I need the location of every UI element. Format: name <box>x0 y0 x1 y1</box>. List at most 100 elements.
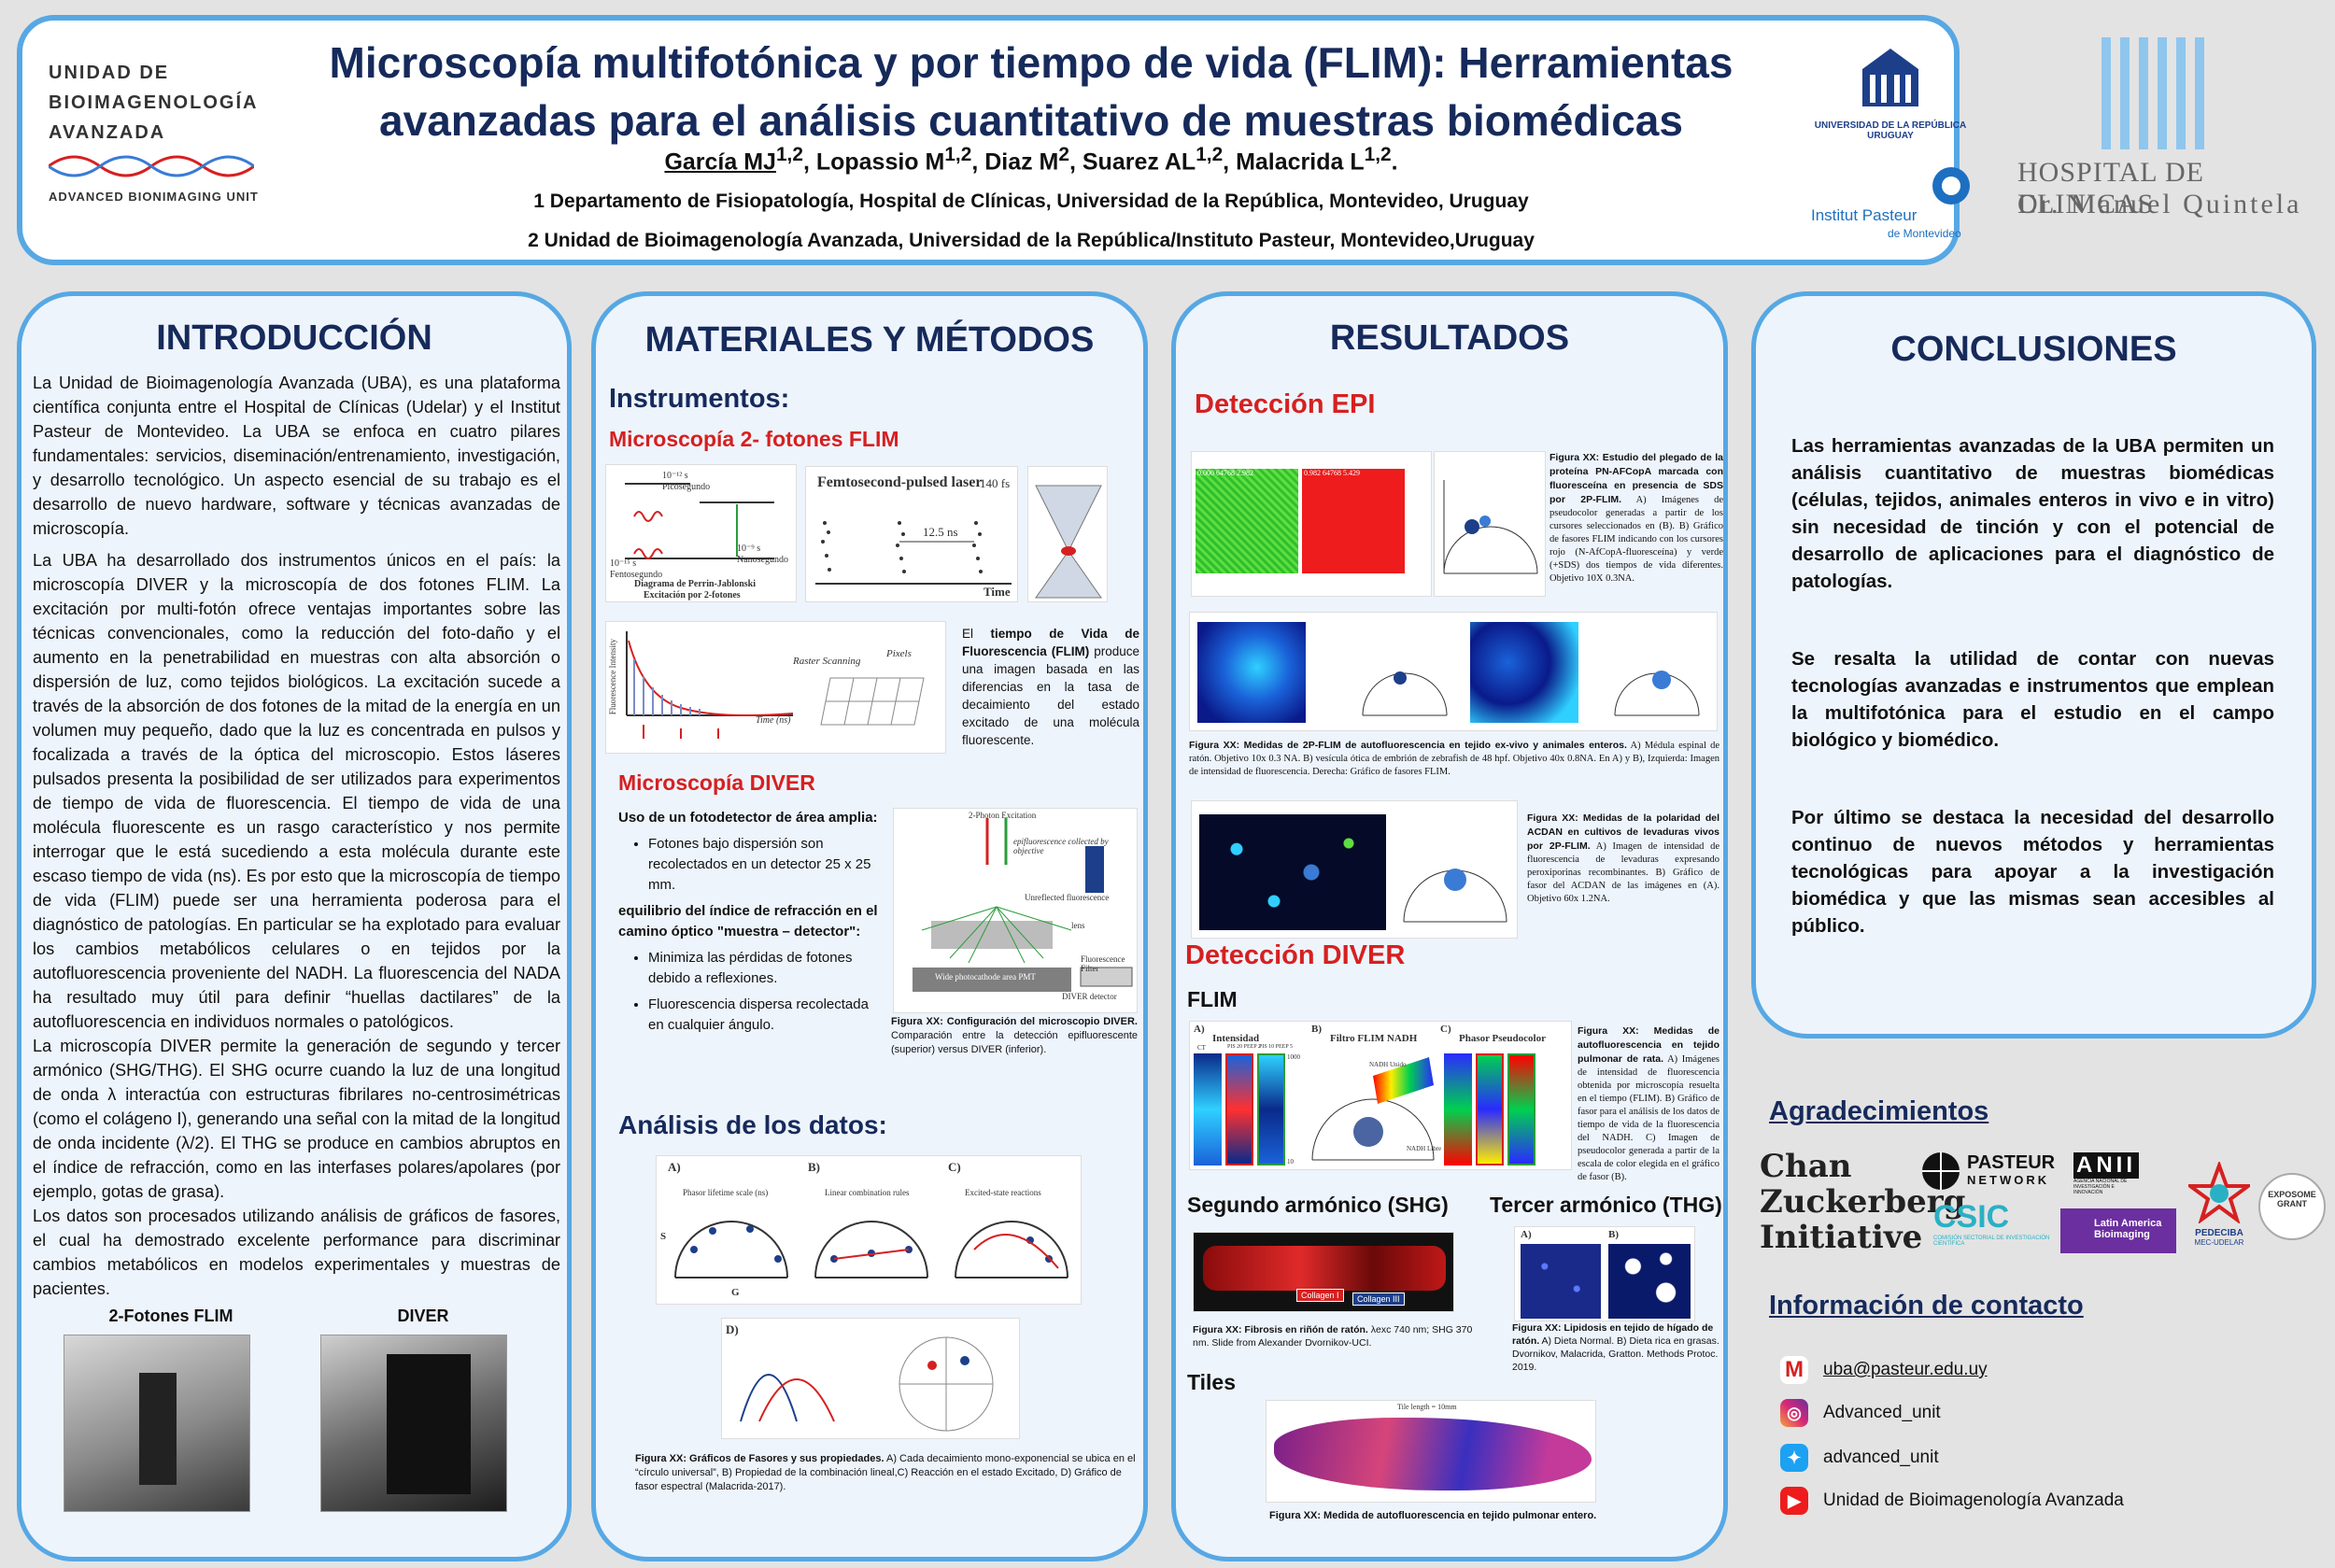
green-values: 0.000 64768 2.982 <box>1197 469 1253 477</box>
lung-scale-max: 1000 <box>1287 1053 1300 1061</box>
tiles-heading: Tiles <box>1187 1370 1236 1394</box>
intro-title: INTRODUCCIÓN <box>156 318 432 358</box>
analysis-caption-text: A) Cada decaimiento mono-exponencial se … <box>635 1453 1136 1492</box>
contact-email-text[interactable]: uba@pasteur.edu.uy <box>1823 1360 1988 1379</box>
jablonski-t1: 10⁻¹⁵ s <box>610 558 637 569</box>
jablonski-t1b: Fentosegundo <box>610 570 663 580</box>
flim-subheading: FLIM <box>1187 987 1238 1011</box>
epi-pseudocolor-images: 0.000 64768 2.982 0.982 64768 5.429 <box>1191 451 1432 597</box>
anii-text: ANII <box>2073 1152 2139 1179</box>
diver-caption-text: Comparación entre la detección epifluore… <box>891 1030 1138 1055</box>
thg-a-label: A) <box>1521 1229 1532 1240</box>
thg-caption-bold: Figura XX: Lipidosis en tejido de hígado… <box>1512 1322 1714 1347</box>
diver-description: Uso de un fotodetector de área amplia: F… <box>618 808 880 1041</box>
contact-instagram-text[interactable]: Advanced_unit <box>1823 1403 1941 1422</box>
pasteur-logo: Institut Pasteur de Montevideo <box>1811 165 1988 249</box>
intro-panel: INTRODUCCIÓN La Unidad de Bioimagenologí… <box>17 291 572 1561</box>
udelar-building-icon <box>1862 49 1918 106</box>
lung-fig-b-title: Filtro FLIM NADH <box>1330 1033 1418 1044</box>
lab-line1: Latin America <box>2094 1218 2162 1229</box>
zebrafish-phasor <box>1610 622 1704 723</box>
csic-logo: CSIC COMISIÓN SECTORIAL DE INVESTIGACIÓN… <box>1933 1199 2051 1251</box>
pasteur-network-line1: PASTEUR <box>1967 1152 2056 1173</box>
lung-fig-a-title: Intensidad <box>1212 1033 1260 1044</box>
diver-caption-bold: Figura XX: Configuración del microscopio… <box>891 1016 1138 1027</box>
lung-pseudo-ct <box>1444 1053 1472 1165</box>
author-sup: 1,2 <box>1196 144 1224 165</box>
lifetime-description: El tiempo de Vida de Fluorescencia (FLIM… <box>962 625 1139 749</box>
diver-setup-figure: 2-Photon Excitation epifluorescence coll… <box>893 808 1138 1013</box>
author: , Malacrida L <box>1223 148 1365 176</box>
phasor-axis-g: G <box>731 1287 740 1298</box>
red-image <box>1302 469 1405 573</box>
epi-fig1-caption-bold: Figura XX: Estudio del plegado de la pro… <box>1550 452 1723 505</box>
laser-axis: Time <box>984 585 1011 599</box>
contact-twitter[interactable]: ✦ advanced_unit <box>1780 1444 1939 1472</box>
jablonski-t2b: Picosegundo <box>662 482 711 492</box>
zebrafish-phasor-svg <box>1614 671 1700 716</box>
lung-caption-text: A) Imágenes de intensidad de fluorescenc… <box>1578 1054 1719 1182</box>
diver-caption: Figura XX: Configuración del microscopio… <box>891 1015 1138 1057</box>
thg-fat-diet <box>1608 1244 1691 1319</box>
analysis-caption: Figura XX: Gráficos de Fasores y sus pro… <box>635 1452 1139 1494</box>
authors: García MJ1,2, Lopassio M1,2, Diaz M2, Su… <box>303 144 1760 176</box>
epi-fig1-caption: Figura XX: Estudio del plegado de la pro… <box>1550 451 1723 586</box>
contact-twitter-text[interactable]: advanced_unit <box>1823 1448 1939 1467</box>
lung-pseudo-pis20 <box>1476 1053 1504 1165</box>
contact-youtube[interactable]: ▶ Unidad de Bioimagenología Avanzada <box>1780 1487 2124 1515</box>
lifetime-pre: El <box>962 627 991 641</box>
jablonski-diagram: 10⁻¹² s Picosegundo 10⁻⁹ s Nanosegundo 1… <box>605 464 797 602</box>
diver-point2: equilibrio del índice de refracción en e… <box>618 903 878 939</box>
epi-phasor-svg <box>1443 480 1538 574</box>
kidney-tissue <box>1203 1246 1446 1291</box>
lung-phasor-svg <box>1311 1057 1435 1161</box>
diver-fig-label: 2-Photon Excitation <box>969 811 1037 820</box>
phasor-b-label: B) <box>808 1160 820 1174</box>
phasor-d-svg <box>740 1336 994 1432</box>
pedeciba-logo: PEDECIBA MEC-UDELAR <box>2184 1160 2255 1255</box>
collagen-i-label: Collagen I <box>1296 1289 1344 1302</box>
twitter-icon: ✦ <box>1780 1444 1808 1472</box>
pasteur-network-line2: NETWORK <box>1967 1173 2050 1187</box>
diver-fig-label: Wide photocathode area PMT <box>935 972 1036 982</box>
title-line2: avanzadas para el análisis cuantitativo … <box>379 96 1683 145</box>
lung-ct-image <box>1194 1053 1222 1165</box>
lung-nadh-free: NADH Libre <box>1407 1145 1442 1152</box>
lung-pis10-label: PIS 10 PEEP 5 <box>1259 1044 1293 1050</box>
yeast-caption-bold: Figura XX: Medidas de la polaridad del A… <box>1527 812 1719 852</box>
analysis-heading: Análisis de los datos: <box>618 1110 887 1139</box>
contact-email[interactable]: M uba@pasteur.edu.uy <box>1780 1356 1988 1384</box>
photo-diver-microscope <box>320 1335 507 1512</box>
diver-list-item: Fluorescencia dispersa recolectada en cu… <box>648 995 880 1036</box>
czi-line1: Chan <box>1760 1148 1852 1185</box>
zebrafish-image <box>1470 622 1578 723</box>
thg-b-label: B) <box>1608 1229 1619 1240</box>
contact-instagram[interactable]: ◎ Advanced_unit <box>1780 1399 1941 1427</box>
latin-america-bioimaging-logo: Latin America Bioimaging <box>2060 1208 2176 1253</box>
csic-subtitle: COMISIÓN SECTORIAL DE INVESTIGACIÓN CIEN… <box>1933 1236 2050 1247</box>
contact-youtube-text[interactable]: Unidad de Bioimagenología Avanzada <box>1823 1490 2124 1510</box>
lung-caption-bold: Figura XX: Medidas de autofluorescencia … <box>1578 1025 1719 1065</box>
flim-heading: Microscopía 2- fotones FLIM <box>609 427 899 451</box>
author-presenter: García MJ <box>664 148 776 176</box>
intro-paragraph-2: La UBA ha desarrollado dos instrumentos … <box>33 551 560 1031</box>
thg-caption: Figura XX: Lipidosis en tejido de hígado… <box>1512 1321 1721 1374</box>
spinal-phasor-svg <box>1362 671 1448 716</box>
author-sup: 1,2 <box>1364 144 1392 165</box>
yeast-image <box>1199 814 1386 930</box>
thg-caption-text: A) Dieta Normal. B) Dieta rica en grasas… <box>1512 1335 1719 1373</box>
instagram-icon: ◎ <box>1780 1399 1808 1427</box>
phasor-b-title: Linear combination rules <box>825 1188 910 1197</box>
phasor-a-title: Phasor lifetime scale (ns) <box>683 1188 769 1197</box>
raster-label: Raster Scanning <box>793 656 861 667</box>
intro-body: La Unidad de Bioimagenología Avanzada (U… <box>33 371 560 1301</box>
author: , Lopassio M <box>802 148 945 176</box>
methods-title: MATERIALES Y MÉTODOS <box>644 320 1095 360</box>
methods-panel: MATERIALES Y MÉTODOS Instrumentos: Micro… <box>591 291 1148 1561</box>
pedeciba-star-icon <box>2184 1160 2255 1225</box>
thg-normal-diet <box>1521 1244 1601 1319</box>
tissue-flim-images <box>1189 612 1718 731</box>
uba-logo-line2: Bioimagenología <box>49 92 259 113</box>
tissue-flim-caption-text: A) Médula espinal de ratón. Objetivo 10x… <box>1189 741 1719 777</box>
author: , Diaz M <box>971 148 1059 176</box>
